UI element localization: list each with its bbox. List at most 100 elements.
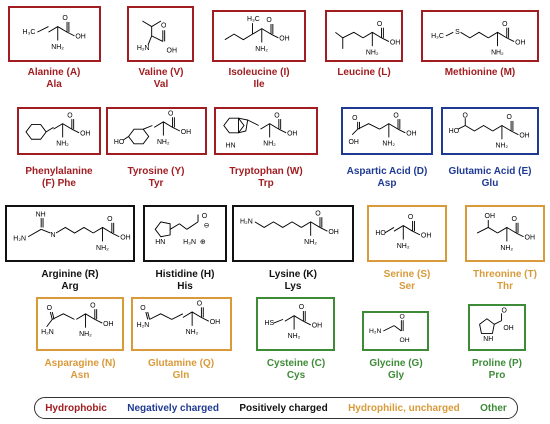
amino-acid-label: Leucine (L) (304, 67, 424, 79)
atom-label: NH₂ (79, 331, 92, 338)
amino-acid-label: Isoleucine (I)Ile (199, 67, 319, 91)
atom-label: OH (103, 321, 113, 328)
atom-label: O (507, 114, 512, 121)
amino-acid-abbr: Asp (377, 178, 397, 189)
amino-acid-label: Phenylalanine(F) Phe (0, 166, 119, 190)
atom-label: OH (210, 319, 220, 326)
atom-label: H₂N (137, 322, 150, 329)
atom-label: O (168, 110, 173, 117)
atom-label: O (502, 307, 507, 314)
atom-label: NH₂ (56, 141, 69, 148)
legend-item-other: Other (480, 402, 507, 414)
atom-label: OH (421, 233, 431, 240)
atom-label: O (463, 112, 468, 119)
atom-label: ⊕ (200, 239, 206, 246)
amino-acid-abbr: Trp (258, 178, 274, 189)
amino-acid-name: Phenylalanine (25, 166, 93, 177)
atom-label: OH (75, 34, 85, 41)
atom-label: O (315, 210, 321, 217)
amino-acid-name: Proline (P) (471, 358, 522, 369)
atom-label: NH₂ (288, 333, 301, 340)
atom-label: NH₂ (366, 49, 379, 56)
atom-label: O (67, 112, 72, 119)
amino-acid-abbr: Ile (253, 79, 265, 90)
amino-acid-label: Valine (V)Val (101, 67, 221, 91)
amino-acid-abbr: Pro (488, 370, 506, 381)
amino-acid-abbr: Glu (481, 178, 499, 189)
amino-acid-label: Proline (P)Pro (437, 358, 550, 382)
structure-drawing: HNO⊖H₃N⊕ (154, 213, 210, 246)
amino-acid-abbr: Gly (387, 370, 405, 381)
atom-label: OH (515, 39, 525, 46)
atom-label: O (47, 305, 53, 312)
atom-label: O (266, 17, 272, 24)
amino-acid-abbr: (F) Phe (42, 178, 76, 189)
amino-acid-name: Glutamine (Q) (147, 358, 215, 369)
atom-label: NH₂ (186, 329, 199, 336)
amino-acid-label: Serine (S)Ser (347, 269, 467, 293)
atom-label: O (161, 23, 167, 30)
amino-acid-name: Isoleucine (I) (228, 67, 290, 78)
atom-label: H₂N (369, 328, 381, 335)
amino-acid-label: Tryptophan (W)Trp (206, 166, 326, 190)
atom-label: NH₂ (51, 44, 64, 51)
atom-label: OH (349, 139, 359, 146)
atom-label: O (140, 305, 146, 312)
amino-acid-label: Lysine (K)Lys (233, 269, 353, 293)
amino-acid-name: Tryptophan (W) (229, 166, 303, 177)
atom-label: O (400, 313, 405, 320)
atom-label: NH₂ (500, 245, 513, 252)
atom-label: HN (226, 143, 236, 150)
atom-label: OH (485, 213, 495, 220)
amino-acid-name: Serine (S) (383, 269, 431, 280)
atom-label: OH (519, 132, 529, 139)
atom-label: NH₂ (157, 139, 170, 146)
atom-label: O (393, 112, 398, 119)
atom-label: OH (80, 131, 90, 138)
legend-item-negative: Negatively charged (127, 402, 219, 414)
amino-acid-abbr: Ala (46, 79, 62, 90)
atom-label: NH (36, 211, 46, 218)
amino-acid-name: Glycine (G) (369, 358, 423, 369)
atom-label: O (90, 302, 96, 309)
amino-acid-name: Glutamic Acid (E) (448, 166, 532, 177)
legend-item-hydrophobic: Hydrophobic (45, 402, 107, 414)
atom-label: H₃C (247, 16, 260, 23)
atom-label: ⊖ (204, 222, 210, 229)
structure-drawing: O OH NH₂ (25, 112, 90, 148)
atom-label: OH (312, 323, 322, 330)
amino-acid-name: Asparagine (N) (44, 358, 116, 369)
atom-label: OH (120, 235, 130, 242)
legend-item-polar: Hydrophilic, uncharged (348, 402, 460, 414)
amino-acid-name: Valine (V) (138, 67, 184, 78)
atom-label: O (202, 213, 208, 220)
structure-box: O OH NH₂ (17, 107, 101, 155)
amino-acid-label: Arginine (R)Arg (10, 269, 130, 293)
amino-acid-label: Methionine (M) (420, 67, 540, 79)
amino-acid-abbr: Asn (70, 370, 90, 381)
amino-acid-name: Lysine (K) (269, 269, 317, 280)
amino-acid-abbr: Val (153, 79, 169, 90)
atom-label: OH (525, 235, 535, 242)
